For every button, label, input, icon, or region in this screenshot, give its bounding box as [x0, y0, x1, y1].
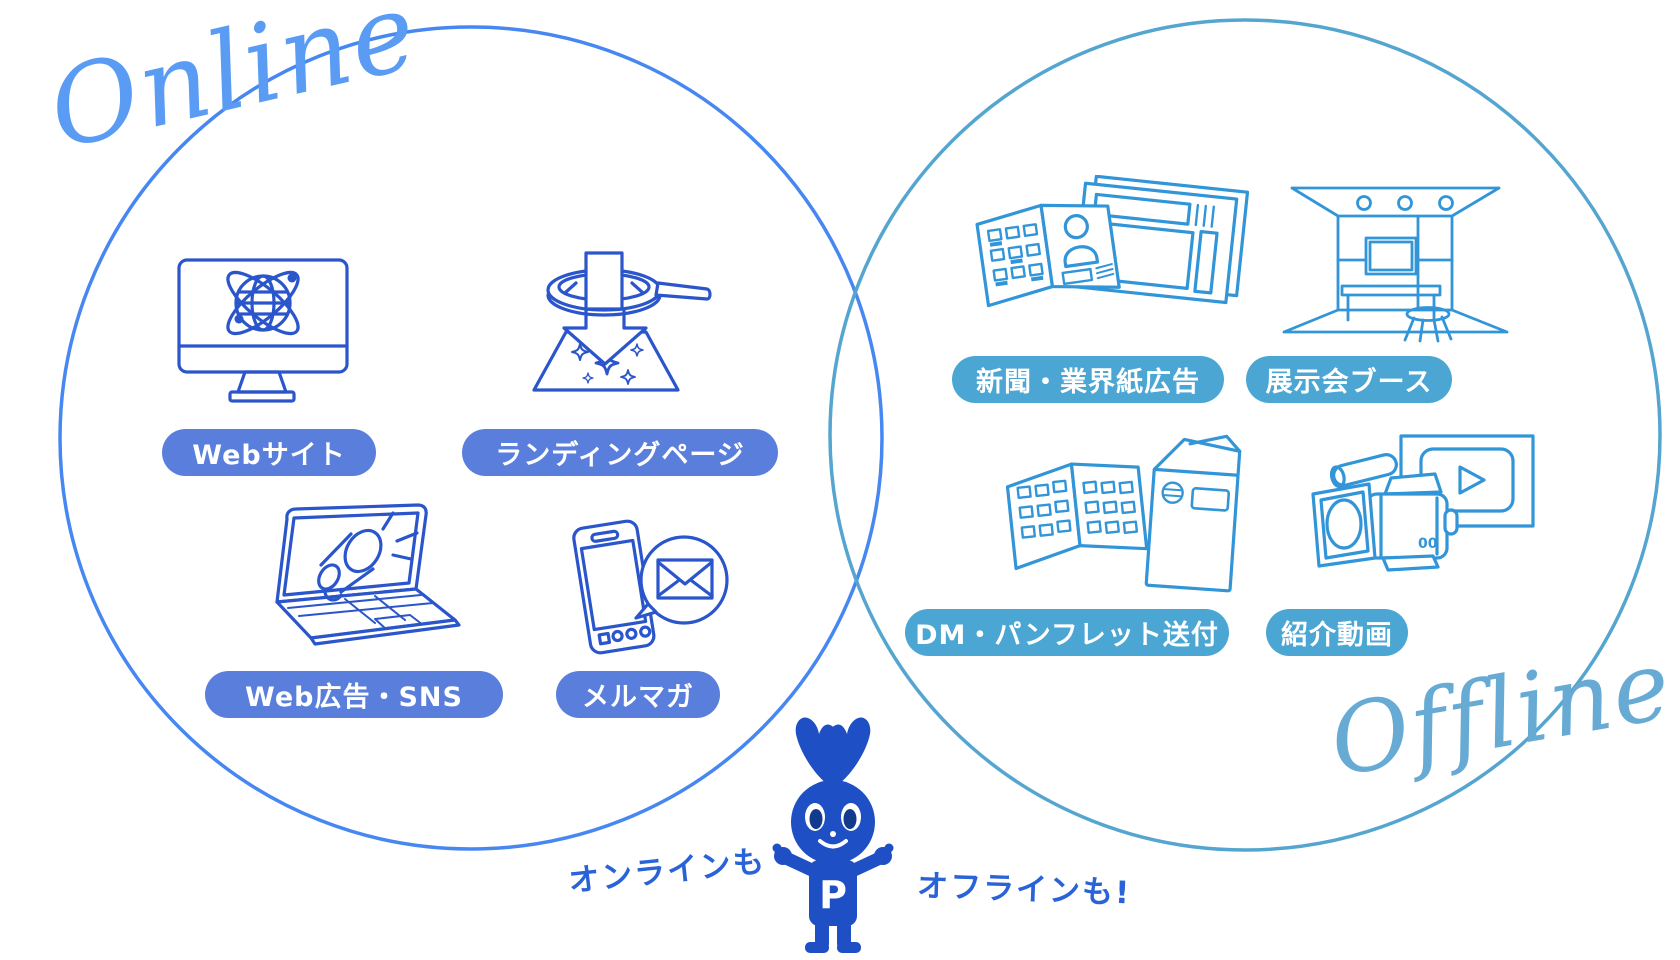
website-icon	[175, 256, 360, 406]
mascot-badge-letter: P	[819, 873, 847, 917]
pill-website: Webサイト	[162, 429, 376, 476]
online-circle	[58, 25, 884, 851]
web-ads-icon	[225, 503, 470, 663]
mascot-character: P	[758, 710, 908, 960]
mascot-svg: P	[772, 717, 894, 953]
svg-text:00: 00	[1418, 536, 1438, 552]
caption-offline-mo: オフラインも!	[916, 867, 1132, 912]
pill-exhibition-booth: 展示会ブース	[1246, 356, 1452, 403]
mascot-head	[791, 780, 875, 864]
pill-newspaper-ad: 新聞・業界紙広告	[952, 356, 1224, 403]
newspaper-ad-icon	[962, 175, 1252, 325]
mascot-right-ear	[830, 717, 871, 788]
direct-mail-icon	[995, 432, 1255, 597]
pill-landing-page: ランディングページ	[462, 429, 778, 476]
pill-intro-video: 紹介動画	[1266, 609, 1408, 656]
intro-video-icon: 00	[1305, 432, 1540, 587]
exhibition-booth-icon	[1278, 170, 1513, 345]
landing-page-icon	[500, 250, 715, 395]
pill-direct-mail: DM・パンフレット送付	[905, 609, 1229, 656]
mascot-left-ear	[795, 717, 836, 788]
pill-mail-magazine: メルマガ	[556, 671, 720, 718]
mail-magazine-icon	[548, 508, 733, 663]
offline-circle	[828, 18, 1662, 852]
pill-web-ads-sns: Web広告・SNS	[205, 671, 503, 718]
mascot-body	[809, 860, 857, 926]
